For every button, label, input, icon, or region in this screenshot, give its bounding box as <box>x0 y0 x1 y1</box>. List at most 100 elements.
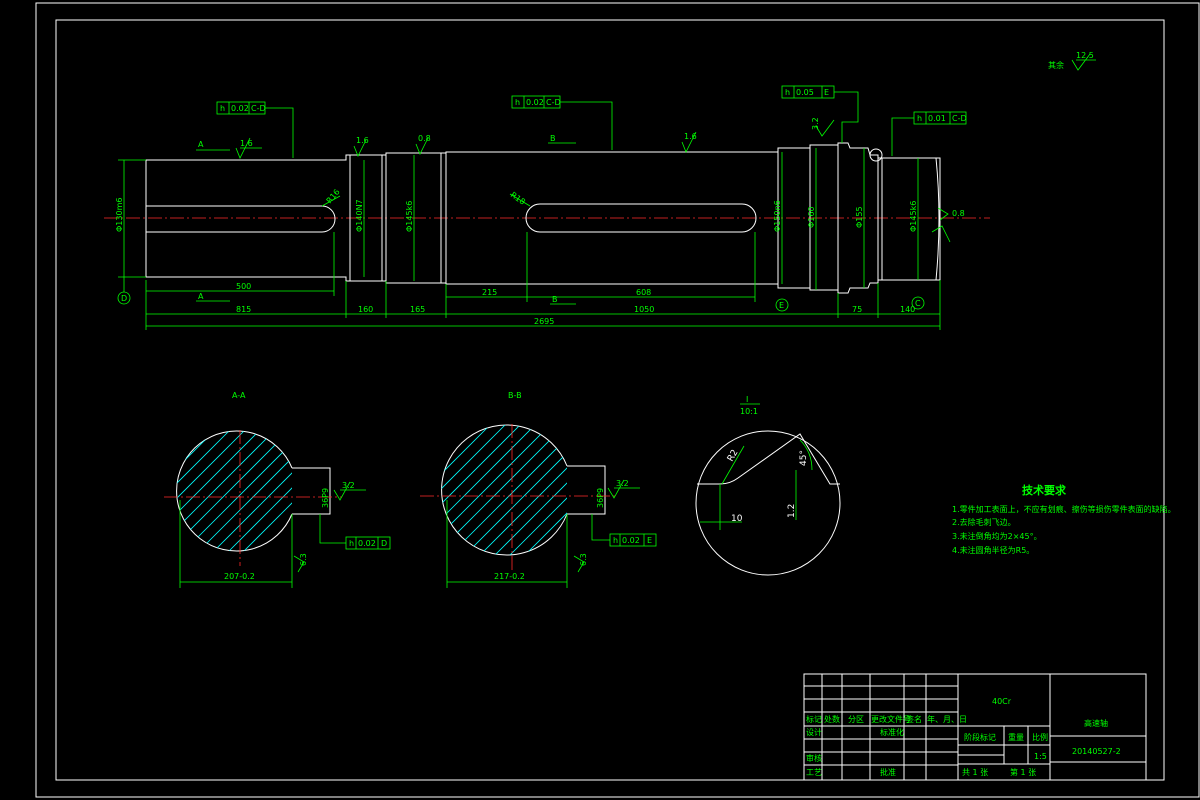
tb-label-change-doc: 更改文件号 <box>871 714 911 724</box>
svg-text:D: D <box>381 539 387 548</box>
tb-label-zone: 分区 <box>848 715 864 724</box>
dim-len-left: 815 <box>236 305 251 314</box>
dim-sec-b: 217-0.2 <box>494 572 525 581</box>
detail-i: I 10:1 10 1.2 R2 45° <box>695 395 841 576</box>
svg-text:h: h <box>220 104 225 113</box>
section-a-bottom: A <box>198 292 204 301</box>
svg-text:0.02: 0.02 <box>358 539 376 548</box>
fcf-right-top: h 0.05 E <box>781 85 859 143</box>
svg-text:6.3: 6.3 <box>579 553 588 566</box>
outer-border <box>35 2 1200 798</box>
tb-label-mark: 标记 <box>806 714 822 724</box>
tb-label-ratio: 比例 <box>1032 732 1048 742</box>
dim-keyway-left: 500 <box>236 282 251 291</box>
datum-markers: D E C <box>117 277 925 312</box>
dim-len-75: 75 <box>852 305 862 314</box>
svg-text:C-D: C-D <box>251 104 266 113</box>
dim-dia-3: Φ145k6 <box>405 201 414 232</box>
svg-text:h: h <box>785 88 790 97</box>
dim-keyway-mid: 608 <box>636 288 651 297</box>
svg-text:h: h <box>515 98 520 107</box>
tb-label-date: 年、月、日 <box>927 714 967 724</box>
roughness-mark: 1.6 <box>240 139 253 148</box>
dim-sec-a: 207-0.2 <box>224 572 255 581</box>
svg-text:0.02: 0.02 <box>231 104 249 113</box>
tb-sheet-no: 第 1 张 <box>1010 767 1036 777</box>
keyway-left <box>146 205 336 233</box>
roughness-mark: 1.6 <box>356 136 369 145</box>
section-b-bottom: B <box>552 295 558 304</box>
roughness-mark: 0.8 <box>418 134 431 143</box>
tb-label-standard: 标准化 <box>880 727 904 737</box>
svg-text:3.2: 3.2 <box>342 481 355 490</box>
section-aa-title: A-A <box>232 391 246 400</box>
shaft-end-chamfer <box>935 157 940 281</box>
fcf-right: h 0.01 C-D <box>891 111 967 156</box>
title-block: 标记 处数 分区 更改文件号 签名 年、月、日 设计 标准化 审核 工艺 批准 … <box>803 673 1147 781</box>
datum-e-label: E <box>779 301 784 310</box>
tb-label-process: 工艺 <box>806 768 822 777</box>
svg-text:3.2: 3.2 <box>616 479 629 488</box>
tb-label-review: 审核 <box>806 753 822 763</box>
tb-label-weight: 重量 <box>1008 732 1024 742</box>
notes-title: 技术要求 <box>1022 483 1067 497</box>
datum-d-circle <box>117 291 131 305</box>
technical-notes: 技术要求 1.零件加工表面上，不应有划痕、擦伤等损伤零件表面的缺陷。 2.去除毛… <box>952 483 1176 555</box>
detail-dim-angle: 45° <box>799 450 809 466</box>
detail-scale: 10:1 <box>740 407 758 416</box>
dim-key-a: 36P9 <box>321 488 330 508</box>
svg-text:0.02: 0.02 <box>526 98 544 107</box>
fcf-left: h 0.02 C-D <box>216 101 294 158</box>
tb-label-sign: 签名 <box>906 714 922 724</box>
dim-total: 2695 <box>534 317 554 326</box>
section-indicators: A A B B <box>196 134 576 305</box>
svg-text:h: h <box>917 114 922 123</box>
note-item: 1.零件加工表面上，不应有划痕、擦伤等损伤零件表面的缺陷。 <box>952 504 1176 514</box>
dim-dia-5: Φ160 <box>807 206 816 228</box>
svg-text:h: h <box>613 536 618 545</box>
detail-dim-r: R2 <box>726 448 741 463</box>
section-bb-title: B-B <box>508 391 522 400</box>
note-item: 2.去除毛刺飞边。 <box>952 517 1016 527</box>
note-item: 4.未注圆角半径为R5。 <box>952 545 1034 555</box>
dim-key-b: 36P9 <box>596 488 605 508</box>
dim-len-165: 165 <box>410 305 425 314</box>
section-b-b: B-B 217-0.2 36P9 3.2 6.3 h <box>420 391 657 588</box>
dim-dia-1: Φ130m6 <box>115 198 124 232</box>
detail-dim-12: 1.2 <box>787 504 797 518</box>
dim-len-160: 160 <box>358 305 373 314</box>
tb-part-name: 高速轴 <box>1084 718 1108 728</box>
tb-label-stage: 阶段标记 <box>964 732 996 742</box>
shaft-dimensions: 500 815 160 165 215 608 1050 75 140 2695… <box>115 148 941 330</box>
tb-label-design: 设计 <box>806 727 822 737</box>
svg-text:E: E <box>647 536 652 545</box>
inner-border <box>55 19 1165 781</box>
section-a-a: A-A 207-0.2 36P9 3.2 6.3 h <box>164 391 391 588</box>
datum-e-circle <box>775 298 789 312</box>
dim-len-1050: 1050 <box>634 305 654 314</box>
tb-label-approve: 批准 <box>880 767 896 777</box>
roughness-marks: 1.6 1.6 0.8 1.6 3.2 0.8 <box>235 117 965 243</box>
tb-label-count: 处数 <box>824 714 840 724</box>
roughness-mark: 0.8 <box>952 209 965 218</box>
tb-total-sheets: 共 1 张 <box>962 768 988 777</box>
fcf-mid: h 0.02 C-D <box>511 95 613 150</box>
dim-len-140: 140 <box>900 305 915 314</box>
dim-dia-7: Φ145k6 <box>909 201 918 232</box>
section-a-top: A <box>198 140 204 149</box>
roughness-note: 其余 <box>1048 60 1064 70</box>
dim-r-mid: R18 <box>509 190 527 206</box>
section-b-top: B <box>550 134 556 143</box>
dim-off-215: 215 <box>482 288 497 297</box>
detail-label: I <box>746 395 748 404</box>
detail-i-marker <box>869 148 883 162</box>
svg-text:0.01: 0.01 <box>928 114 946 123</box>
general-roughness: 其余 12.5 <box>1048 51 1096 71</box>
dim-dia-2: Φ140N7 <box>355 199 364 232</box>
dim-dia-6: Φ155 <box>855 206 864 228</box>
datum-d-label: D <box>121 294 127 303</box>
datum-c-label: C <box>915 299 921 308</box>
svg-text:C-D: C-D <box>952 114 967 123</box>
detail-dim-10: 10 <box>731 514 743 524</box>
